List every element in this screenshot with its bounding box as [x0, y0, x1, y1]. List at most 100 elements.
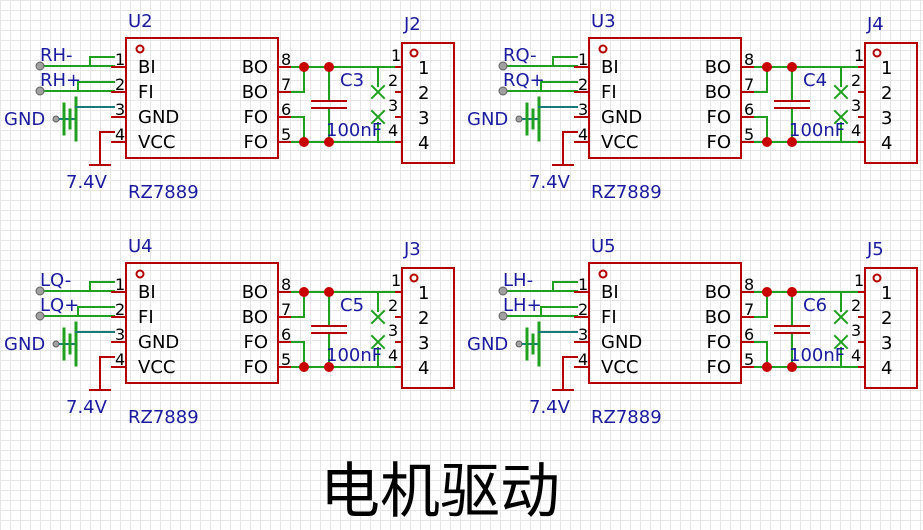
pin-name: GND — [138, 332, 179, 353]
cap-pin-number: 2 — [851, 71, 861, 90]
pin-number: 5 — [281, 125, 291, 144]
net-flag-plus[interactable] — [498, 311, 508, 321]
connector-pin-label: 1 — [418, 58, 429, 79]
chip-part-number: RZ7889 — [591, 407, 662, 428]
no-connect-mark — [370, 84, 386, 100]
connector-designator: J5 — [866, 239, 884, 260]
connector-pin-label: 1 — [881, 283, 892, 304]
pin1-marker — [135, 269, 145, 279]
pin-name: FI — [601, 307, 617, 328]
pin-number: 2 — [578, 300, 588, 319]
cap-designator: C4 — [803, 70, 827, 91]
net-flag-minus[interactable] — [498, 61, 508, 71]
pin-number: 1 — [115, 275, 125, 294]
chip-body[interactable] — [125, 262, 279, 384]
gnd-flag[interactable] — [52, 340, 60, 348]
connector-pin-label: 2 — [881, 83, 892, 104]
connector-body[interactable] — [864, 42, 918, 164]
connector-designator: J3 — [403, 239, 421, 260]
connector-pin1-marker — [872, 48, 882, 58]
chip-body[interactable] — [125, 37, 279, 159]
chip-body[interactable] — [588, 37, 742, 159]
pin-name: BO — [242, 282, 268, 303]
pin-name: BO — [242, 82, 268, 103]
cap-value: 100nF — [789, 120, 845, 141]
no-connect-mark — [833, 309, 849, 325]
pin-number: 8 — [281, 275, 291, 294]
no-connect-mark — [833, 334, 849, 350]
net-flag-plus[interactable] — [498, 86, 508, 96]
junction-dot — [787, 62, 797, 72]
pin-number: 6 — [744, 100, 754, 119]
pin-number: 3 — [115, 325, 125, 344]
net-flag-plus[interactable] — [35, 86, 45, 96]
pin-name: BO — [705, 282, 731, 303]
junction-dot — [324, 137, 334, 147]
net-label-minus: RH- — [40, 45, 73, 66]
net-label-minus: LH- — [503, 270, 533, 291]
connector-pin-label: 3 — [881, 108, 892, 129]
gnd-label: GND — [4, 334, 45, 355]
chip-designator: U4 — [128, 236, 153, 257]
connector-body[interactable] — [401, 42, 455, 164]
connector-pin-label: 3 — [881, 333, 892, 354]
junction-dot — [787, 137, 797, 147]
pin-number: 1 — [578, 50, 588, 69]
pin-number: 1 — [115, 50, 125, 69]
cap-pin-number: 4 — [388, 121, 398, 140]
power-label: 7.4V — [66, 172, 108, 193]
gnd-flag[interactable] — [515, 340, 523, 348]
gnd-label: GND — [4, 109, 45, 130]
pin-number: 3 — [578, 100, 588, 119]
pin-number: 1 — [578, 275, 588, 294]
gnd-flag[interactable] — [52, 115, 60, 123]
net-label-plus: RH+ — [40, 70, 81, 91]
connector-designator: J4 — [866, 14, 884, 35]
cap-designator: C6 — [803, 295, 827, 316]
pin-number: 4 — [578, 350, 588, 369]
pin-name: FI — [601, 82, 617, 103]
pin-name: BO — [705, 57, 731, 78]
gnd-label: GND — [467, 109, 508, 130]
junction-dot — [762, 62, 772, 72]
net-flag-minus[interactable] — [35, 61, 45, 71]
chip-body[interactable] — [588, 262, 742, 384]
cap-pin-number: 2 — [388, 71, 398, 90]
pin-name: FO — [243, 357, 268, 378]
pin-name: FO — [706, 132, 731, 153]
net-flag-plus[interactable] — [35, 311, 45, 321]
junction-dot — [299, 362, 309, 372]
gnd-flag[interactable] — [515, 115, 523, 123]
chip-designator: U2 — [128, 11, 153, 32]
no-connect-mark — [833, 109, 849, 125]
connector-pin1-marker — [409, 48, 419, 58]
pin-name: FO — [243, 332, 268, 353]
junction-dot — [787, 362, 797, 372]
pin1-marker — [598, 269, 608, 279]
cap-pin-number: 3 — [851, 96, 861, 115]
chip-designator: U5 — [591, 236, 616, 257]
pin-name: BI — [601, 57, 619, 78]
pin-name: BI — [138, 57, 156, 78]
cap-value: 100nF — [789, 345, 845, 366]
pin-name: FO — [243, 107, 268, 128]
pin-name: BO — [705, 307, 731, 328]
pin-name: GND — [138, 107, 179, 128]
connector-pin-label: 4 — [418, 133, 429, 154]
net-flag-minus[interactable] — [498, 286, 508, 296]
connector-body[interactable] — [401, 267, 455, 389]
cap-pin-number: 4 — [851, 346, 861, 365]
net-label-minus: RQ- — [503, 45, 537, 66]
connector-pin-number: 1 — [391, 271, 401, 290]
pin-number: 8 — [744, 50, 754, 69]
connector-body[interactable] — [864, 267, 918, 389]
pin-number: 8 — [281, 50, 291, 69]
connector-pin-label: 4 — [418, 358, 429, 379]
pin-number: 2 — [578, 75, 588, 94]
chip-part-number: RZ7889 — [128, 407, 199, 428]
junction-dot — [762, 137, 772, 147]
net-flag-minus[interactable] — [35, 286, 45, 296]
